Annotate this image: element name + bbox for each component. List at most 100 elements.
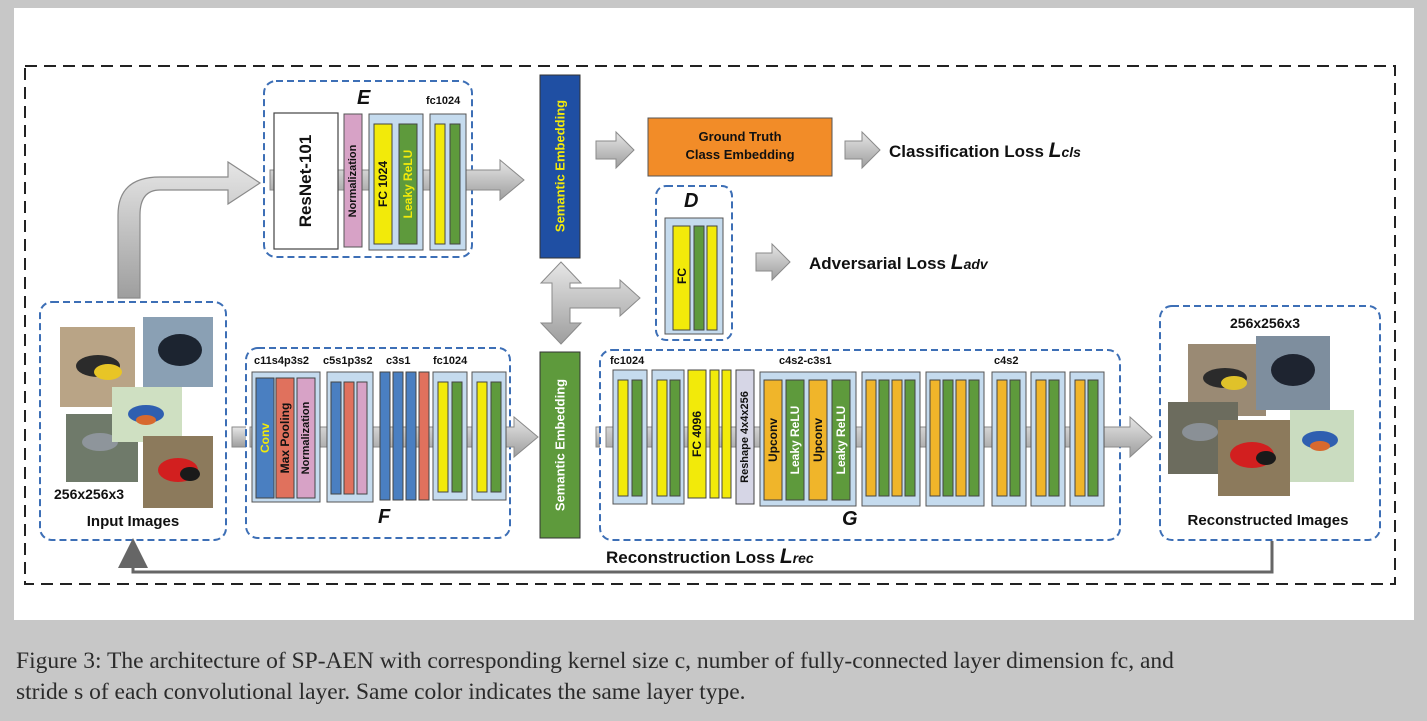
g-fc1024-yellow-1 bbox=[617, 379, 629, 497]
g-fc1024-yellow-2 bbox=[656, 379, 668, 497]
encoder-e-normalization-bar bbox=[343, 113, 363, 248]
resnet-block bbox=[273, 112, 339, 250]
ground-truth-box bbox=[647, 117, 833, 177]
g3-green-1 bbox=[942, 379, 954, 497]
f-c5-pool-bar bbox=[343, 381, 355, 495]
g-upconv-label-1: Upconv bbox=[766, 417, 780, 463]
ground-truth-line2: Class Embedding bbox=[685, 147, 795, 162]
g-leaky-label-1: Leaky ReLU bbox=[788, 405, 802, 475]
g-fc1024-green-1 bbox=[631, 379, 643, 497]
g-c4s2-green-1 bbox=[1009, 379, 1021, 497]
g-fc4096-label: FC 4096 bbox=[690, 410, 704, 458]
f-conv-label: Conv bbox=[258, 423, 272, 453]
g2-orange-1 bbox=[865, 379, 877, 497]
g-c4s2-label: c4s2 bbox=[994, 355, 1019, 367]
encoder-e-fc1024-bar-green bbox=[449, 123, 461, 245]
g-leaky-bar-1 bbox=[785, 379, 805, 501]
discriminator-fc-label: FC bbox=[675, 268, 689, 284]
f-fc1024-label: fc1024 bbox=[433, 355, 468, 367]
semantic-embedding-top-label: Semantic Embedding bbox=[552, 99, 568, 233]
encoder-e-fc1024-bar-yellow bbox=[434, 123, 446, 245]
encoder-e-leaky-label: Leaky ReLU bbox=[401, 149, 415, 219]
encoder-e-leaky-bar bbox=[398, 123, 418, 245]
g-c4s2-c3s1-label: c4s2-c3s1 bbox=[779, 355, 832, 367]
g-fc1024-green-2 bbox=[669, 379, 681, 497]
g2-orange-2 bbox=[891, 379, 903, 497]
semantic-embedding-bottom-block bbox=[539, 351, 581, 539]
semantic-embedding-bottom-label: Semantic Embedding bbox=[552, 378, 568, 512]
reconstructed-bird-thumbnails bbox=[1168, 336, 1354, 496]
g-upconv-bar-2 bbox=[808, 379, 828, 501]
g-c4s2-green-2 bbox=[1048, 379, 1060, 497]
f-c5-norm-bar bbox=[356, 381, 368, 495]
generator-g-letter: G bbox=[842, 508, 858, 530]
g3-orange-2 bbox=[955, 379, 967, 497]
reconstructed-images-label: Reconstructed Images bbox=[1187, 512, 1349, 529]
reconstruction-loss-line bbox=[118, 538, 1274, 574]
g-reshape-bar bbox=[735, 369, 755, 505]
f-fc1024-green-2 bbox=[490, 381, 502, 493]
encoder-e-fc1024-label: fc1024 bbox=[426, 95, 461, 107]
f-normalization-label: Normalization bbox=[300, 401, 312, 475]
encoder-e-fc-label: FC 1024 bbox=[376, 160, 390, 208]
f-c3-bar-2 bbox=[392, 371, 404, 501]
f-fc1024-yellow-2 bbox=[476, 381, 488, 493]
encoder-e-letter: E bbox=[357, 87, 371, 109]
g-c4s2-green-3 bbox=[1087, 379, 1099, 497]
f-maxpool-label: Max Pooling bbox=[278, 402, 292, 474]
reconstruction-loss-label-bg bbox=[600, 544, 868, 570]
f-c3-bar-1 bbox=[379, 371, 391, 501]
caption-line-1: Figure 3: The architecture of SP-AEN wit… bbox=[16, 648, 1174, 674]
f-conv-bar bbox=[255, 377, 275, 499]
g-fc4096-bar bbox=[687, 369, 707, 499]
classification-loss-label: Classification Loss Lcls bbox=[889, 139, 1081, 162]
resnet-label: ResNet-101 bbox=[296, 134, 315, 228]
ground-truth-line1: Ground Truth bbox=[698, 129, 782, 144]
curve-arrow-to-encoder-e bbox=[117, 160, 262, 299]
encoder-e-fc-bar bbox=[373, 123, 393, 245]
input-images-label: Input Images bbox=[86, 513, 180, 530]
double-arrow-to-discriminator bbox=[539, 261, 641, 345]
discriminator-yellow-bar bbox=[706, 225, 718, 331]
input-size-label-bg bbox=[50, 484, 142, 506]
adversarial-loss-label: Adversarial Loss Ladv bbox=[809, 251, 988, 274]
f-c3-label: c3s1 bbox=[386, 355, 411, 367]
encoder-f-letter: F bbox=[378, 506, 391, 528]
g3-green-2 bbox=[968, 379, 980, 497]
input-images-label-bg bbox=[66, 511, 200, 535]
discriminator-d-letter: D bbox=[684, 190, 699, 212]
f-c5-conv-bar bbox=[330, 381, 342, 495]
caption-line-2: stride s of each convolutional layer. Sa… bbox=[16, 679, 746, 705]
f-c11-label: c11s4p3s2 bbox=[254, 355, 310, 367]
input-images-size-label: 256x256x3 bbox=[54, 486, 125, 502]
arrow-to-classification-loss bbox=[844, 130, 881, 170]
f-c5-label: c5s1p3s2 bbox=[323, 355, 373, 367]
g-reshape-label: Reshape 4x4x256 bbox=[739, 391, 751, 483]
f-normalization-bar bbox=[296, 377, 316, 499]
g2-green-1 bbox=[878, 379, 890, 497]
g-fc4096-bar-2 bbox=[709, 369, 720, 499]
discriminator-fc-bar bbox=[672, 225, 691, 331]
encoder-e-normalization-label: Normalization bbox=[347, 144, 359, 218]
semantic-embedding-top-block bbox=[539, 74, 581, 259]
g-c4s2-orange-1 bbox=[996, 379, 1008, 497]
arrow-to-adversarial-loss bbox=[755, 242, 791, 282]
f-fc1024-yellow-1 bbox=[437, 381, 449, 493]
g-fc4096-bar-3 bbox=[721, 369, 732, 499]
f-maxpool-bar bbox=[275, 377, 295, 499]
figure-caption: Figure 3: The architecture of SP-AEN wit… bbox=[16, 646, 1416, 708]
g-c4s2-orange-2 bbox=[1035, 379, 1047, 497]
g-c4s2-orange-3 bbox=[1074, 379, 1086, 497]
recon-label-bg bbox=[1168, 510, 1368, 534]
reconstructed-size-label: 256x256x3 bbox=[1230, 315, 1301, 331]
outer-dashed-frame bbox=[24, 65, 1396, 585]
discriminator-green-bar bbox=[693, 225, 705, 331]
f-c3-bar-4 bbox=[418, 371, 430, 501]
g-fc1024-label: fc1024 bbox=[610, 355, 645, 367]
reconstruction-loss-label: Reconstruction Loss Lrec bbox=[606, 545, 814, 568]
g-upconv-label-2: Upconv bbox=[811, 417, 825, 463]
f-fc1024-green-1 bbox=[451, 381, 463, 493]
g-leaky-bar-2 bbox=[831, 379, 851, 501]
g3-orange-1 bbox=[929, 379, 941, 497]
